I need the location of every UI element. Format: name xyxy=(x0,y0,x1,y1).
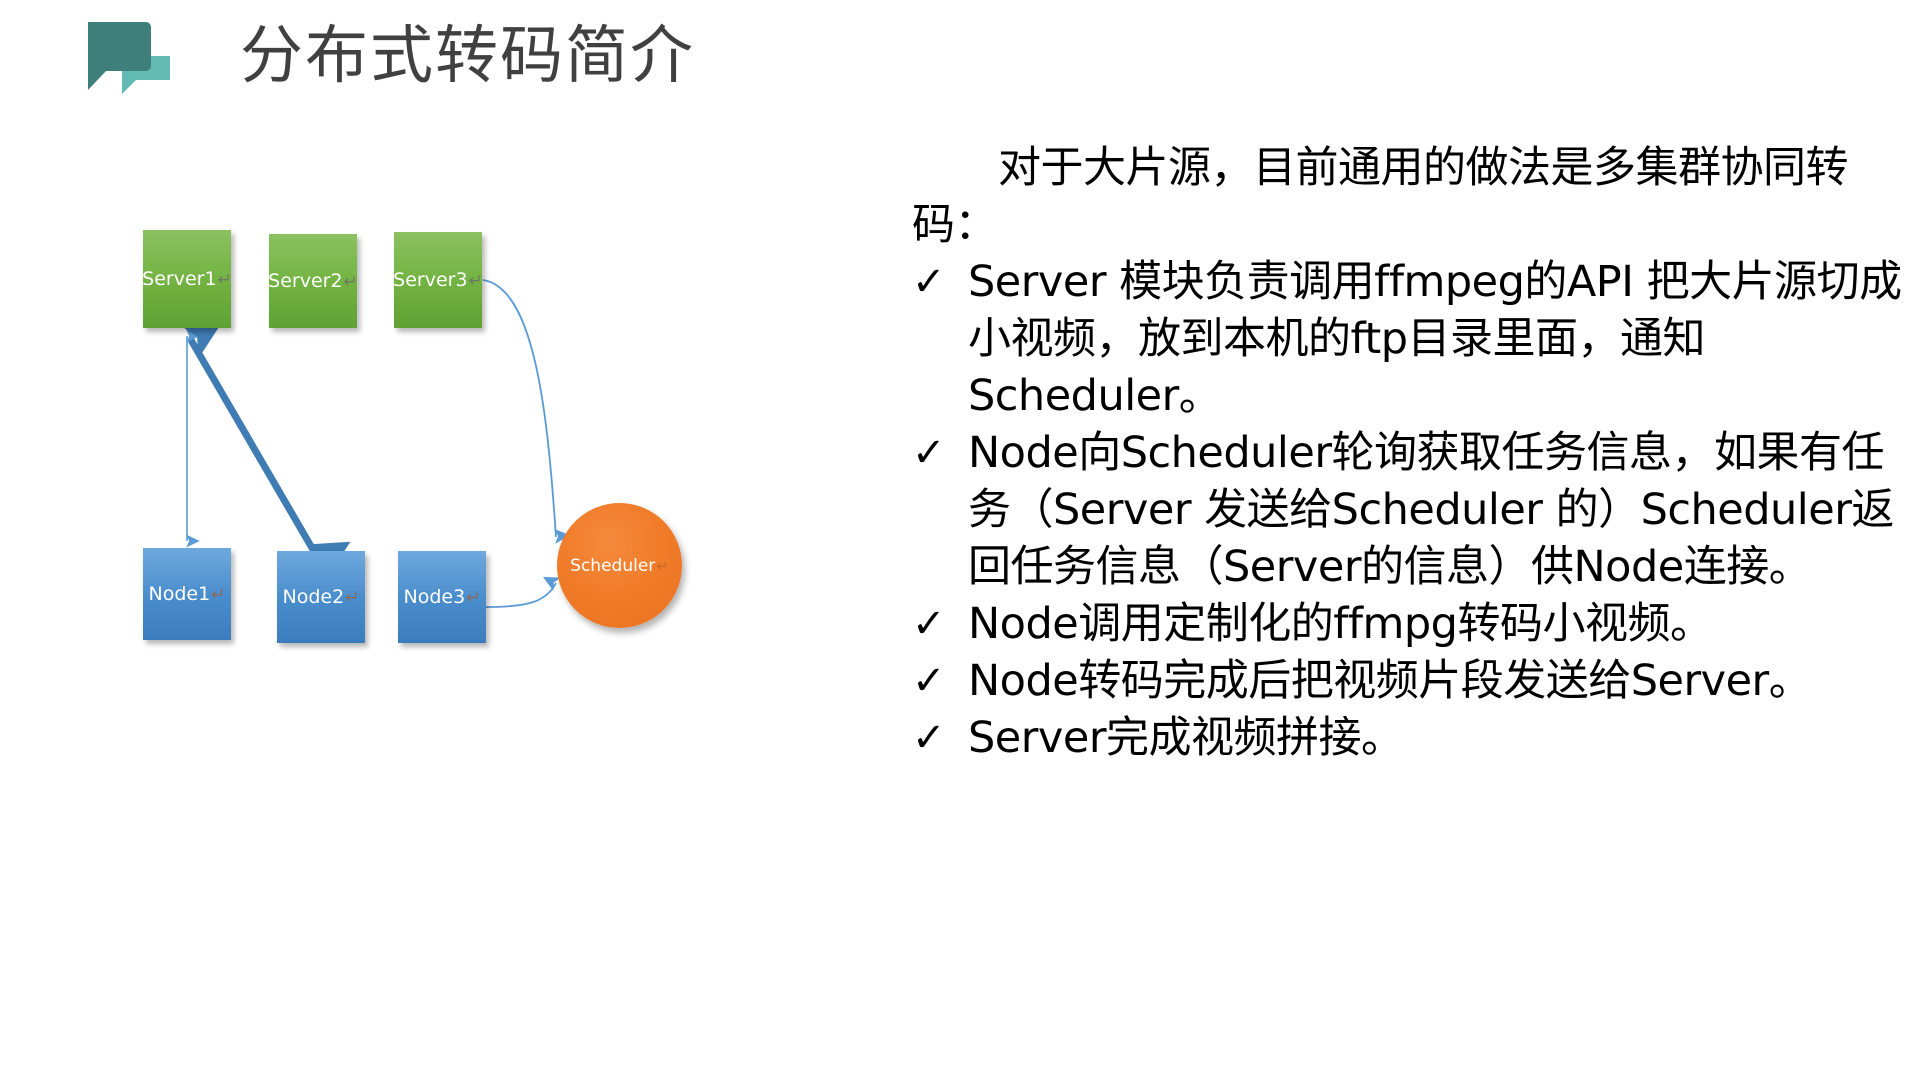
scheduler-circle[interactable]: Scheduler↵ xyxy=(557,503,682,628)
server-box-1[interactable]: Server1↵ xyxy=(142,230,232,328)
bullet-item-2-text: Node向Scheduler轮询获取任务信息，如果有任务（Server 发送给S… xyxy=(968,428,1894,592)
node-box-1[interactable]: Node1↵ xyxy=(143,548,231,640)
connector-server1-node2 xyxy=(178,321,351,579)
bullet-item-1: ✓ Server 模块负责调用ffmpeg的API 把大片源切成小视频，放到本机… xyxy=(912,254,1912,425)
server-box-2-label: Server2↵ xyxy=(268,270,358,292)
slide-header: 分布式转码简介 xyxy=(0,0,1919,120)
bullet-item-3: ✓ Node调用定制化的ffmpg转码小视频。 xyxy=(912,596,1912,653)
connector-server3-scheduler xyxy=(482,279,571,544)
bullet-item-1-text: Server 模块负责调用ffmpeg的API 把大片源切成小视频，放到本机的f… xyxy=(968,257,1902,421)
carriage-return-mark: ↵ xyxy=(466,588,481,608)
checkmark-icon: ✓ xyxy=(912,658,946,704)
bullet-item-4-text: Node转码完成后把视频片段发送给Server。 xyxy=(968,656,1812,706)
node-box-1-label: Node1↵ xyxy=(148,583,226,605)
bullet-item-2: ✓ Node向Scheduler轮询获取任务信息，如果有任务（Server 发送… xyxy=(912,425,1912,596)
server-box-3-label: Server3↵ xyxy=(393,269,483,291)
scheduler-label: Scheduler↵ xyxy=(570,555,669,576)
carriage-return-mark: ↵ xyxy=(211,585,226,605)
diagram-connections xyxy=(178,279,571,608)
bullet-item-3-text: Node调用定制化的ffmpg转码小视频。 xyxy=(968,599,1713,649)
bullet-item-5-text: Server完成视频拼接。 xyxy=(968,713,1404,763)
carriage-return-mark: ↵ xyxy=(345,588,360,608)
distributed-transcoding-diagram: Server1↵ Server2↵ Server3↵ Node1↵ Node2↵… xyxy=(0,120,900,820)
checkmark-icon: ✓ xyxy=(912,259,946,305)
node-box-3[interactable]: Node3↵ xyxy=(398,551,486,643)
node-box-2[interactable]: Node2↵ xyxy=(277,551,365,643)
bullet-list: ✓ Server 模块负责调用ffmpeg的API 把大片源切成小视频，放到本机… xyxy=(912,254,1912,767)
bullet-item-5: ✓ Server完成视频拼接。 xyxy=(912,710,1912,767)
carriage-return-mark: ↵ xyxy=(217,270,232,290)
server-box-3[interactable]: Server3↵ xyxy=(393,232,483,328)
bullet-item-4: ✓ Node转码完成后把视频片段发送给Server。 xyxy=(912,653,1912,710)
server-box-1-label: Server1↵ xyxy=(142,268,232,290)
checkmark-icon: ✓ xyxy=(912,601,946,647)
checkmark-icon: ✓ xyxy=(912,715,946,761)
speech-bubbles-icon xyxy=(84,18,174,98)
carriage-return-mark: ↵ xyxy=(343,272,358,292)
node-box-3-label: Node3↵ xyxy=(403,586,481,608)
carriage-return-mark: ↵ xyxy=(656,556,669,575)
server-box-2[interactable]: Server2↵ xyxy=(268,234,358,328)
connector-node3-scheduler xyxy=(485,576,561,608)
node-box-2-label: Node2↵ xyxy=(282,586,360,608)
intro-paragraph: 对于大片源，目前通用的做法是多集群协同转码： xyxy=(912,143,1849,250)
slide-body-text: 对于大片源，目前通用的做法是多集群协同转码： ✓ Server 模块负责调用ff… xyxy=(912,140,1912,767)
checkmark-icon: ✓ xyxy=(912,430,946,476)
carriage-return-mark: ↵ xyxy=(468,271,483,291)
page-title: 分布式转码简介 xyxy=(240,19,695,92)
